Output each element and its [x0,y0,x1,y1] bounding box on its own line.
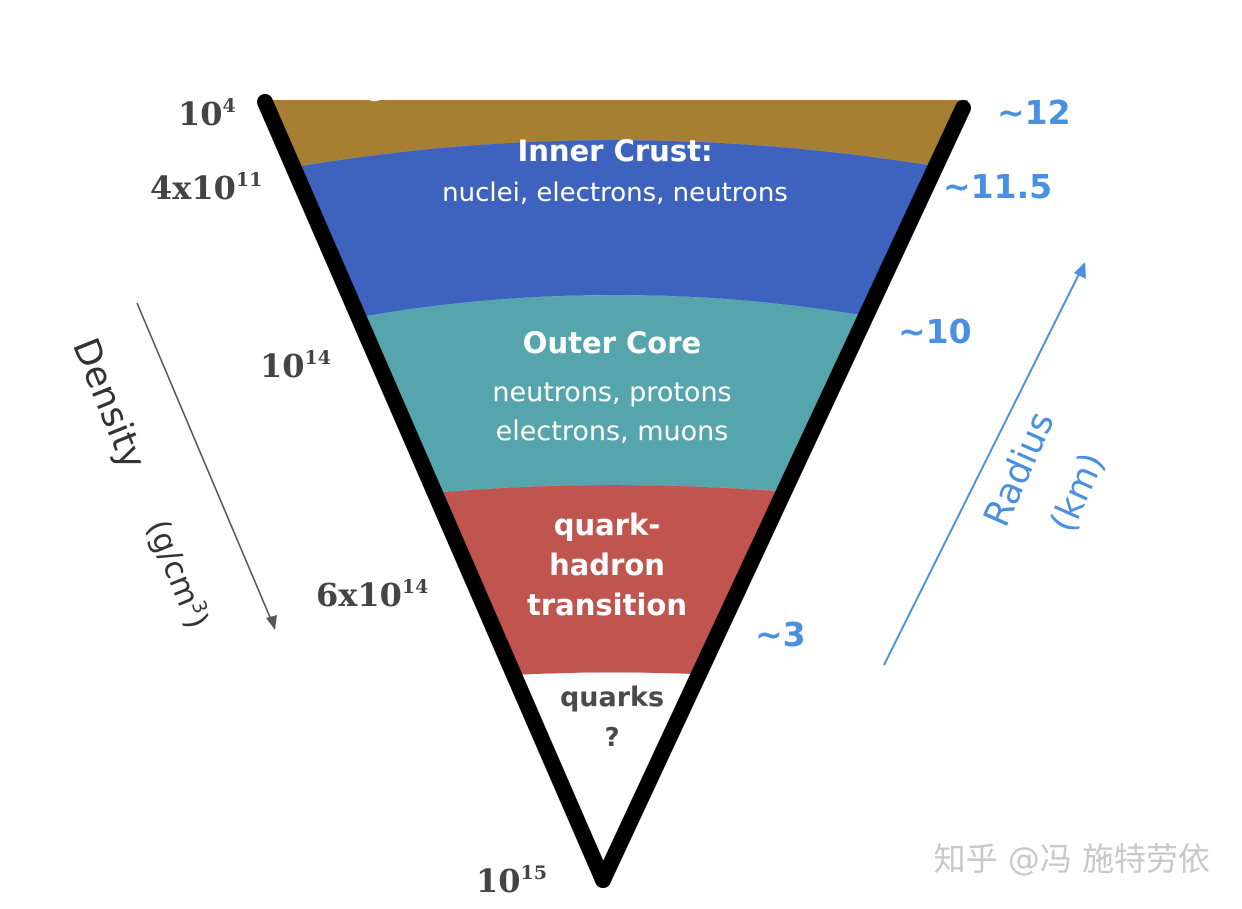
outer-crust-desc: nuclei, electrons [615,42,848,99]
transition-line2: hadron [549,548,665,582]
radius-tick-4: ~3 [755,615,806,654]
outer-core-desc-line2: electrons, muons [496,416,729,447]
core-question: ? [604,723,619,753]
transition-line3: transition [527,588,687,622]
wedge-right-edge [595,100,971,888]
outer-core-title: Outer Core [523,326,701,360]
density-label: Density [64,333,153,475]
radius-arrow-line [883,271,1081,666]
density-unit: (g/cm3) [139,514,216,633]
outer-crust-layer [260,100,968,190]
density-tick-5: 1015 [476,862,547,900]
outer-crust-title: Outer Crust: [359,38,578,111]
watermark: 知乎 @冯 施特劳依 [934,840,1210,878]
core-label: quarks [560,682,664,713]
wedge-left-edge [257,94,611,888]
radius-tick-2: ~11.5 [943,167,1052,206]
density-tick-4: 6x1014 [316,576,428,614]
density-arrow-line [136,302,273,623]
radius-unit: (km) [1043,447,1113,538]
outer-core-desc-line1: neutrons, protons [492,377,731,408]
inner-crust-layer [260,140,968,360]
radius-tick-1: ~12 [997,93,1071,132]
radius-tick-3: ~10 [898,312,972,351]
density-tick-2: 4x1011 [150,169,262,207]
density-tick-3: 1014 [260,347,331,385]
density-tick-1: 104 [178,95,236,133]
transition-line1: quark- [554,508,661,542]
radius-arrow-head [1074,262,1086,279]
density-arrow-head [266,615,277,630]
inner-crust-desc: nuclei, electrons, neutrons [442,178,788,208]
inner-crust-title: Inner Crust: [517,134,712,168]
